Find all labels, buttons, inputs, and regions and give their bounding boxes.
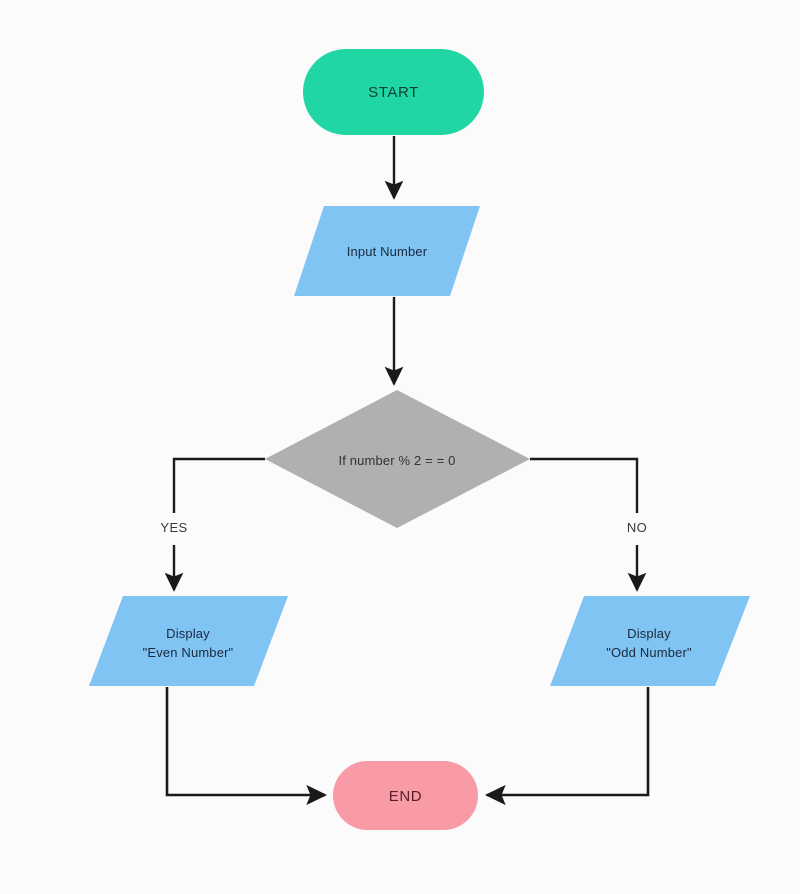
edge-odd-to-end: [484, 687, 650, 806]
node-start-shape[interactable]: [303, 49, 484, 135]
edge-decision-to-even-upper: [172, 457, 265, 513]
edge-even-to-end: [165, 687, 328, 806]
node-odd-shape[interactable]: [550, 596, 750, 686]
edge-decision-to-odd-upper: [530, 457, 639, 513]
node-even-shape[interactable]: [89, 596, 288, 686]
node-decision-shape[interactable]: [265, 390, 530, 528]
node-input-shape[interactable]: [294, 206, 480, 296]
node-end-shape[interactable]: [333, 761, 478, 830]
